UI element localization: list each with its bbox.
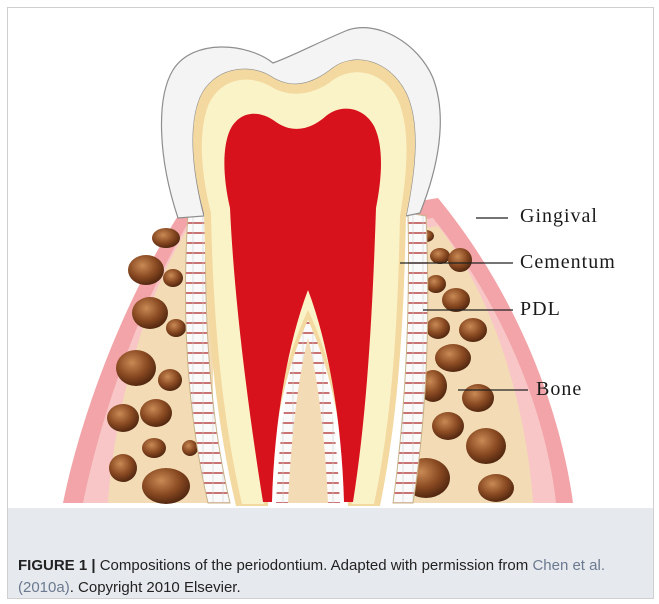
label-gingival: Gingival <box>520 205 598 228</box>
figure-number: FIGURE 1 | <box>18 557 96 574</box>
figure-caption: FIGURE 1 | Compositions of the periodont… <box>18 555 643 599</box>
label-cementum: Cementum <box>520 251 616 274</box>
label-pdl: PDL <box>520 298 561 321</box>
label-bone: Bone <box>536 378 582 401</box>
caption-copyright: . Copyright 2010 Elsevier. <box>70 579 241 596</box>
figure-frame: Gingival Cementum PDL Bone FIGURE 1 | Co… <box>7 7 654 599</box>
caption-text: Compositions of the periodontium. Adapte… <box>96 557 533 574</box>
